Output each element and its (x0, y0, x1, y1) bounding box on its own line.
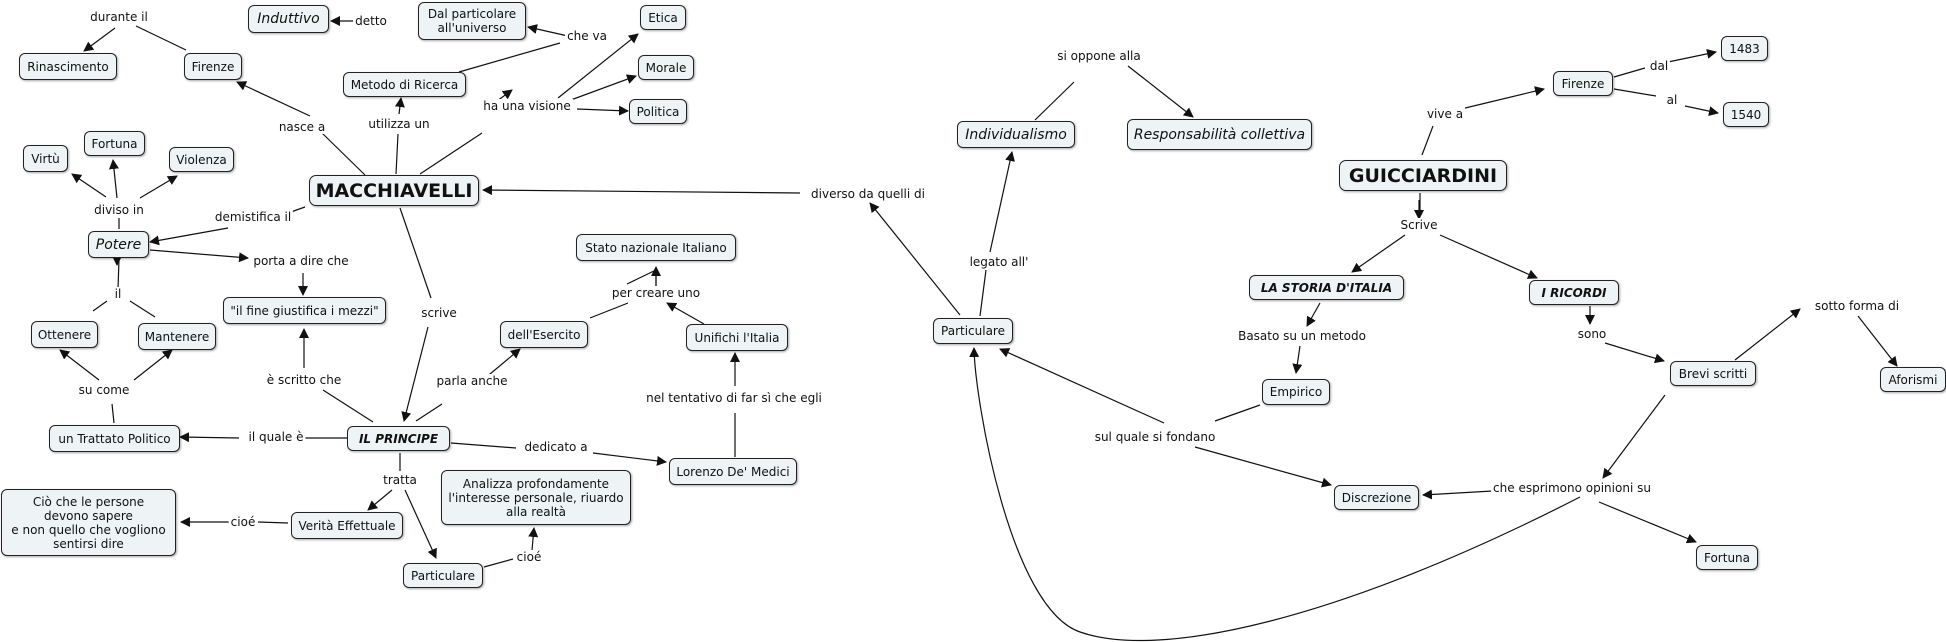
concept-ottenere[interactable]: Ottenere (31, 321, 98, 348)
concept-empirico[interactable]: Empirico (1262, 379, 1330, 405)
concept-storia-d-italia[interactable]: LA STORIA D'ITALIA (1249, 275, 1404, 300)
concept-lorenzo-de-medici[interactable]: Lorenzo De' Medici (669, 458, 797, 485)
concept-il-principe[interactable]: IL PRINCIPE (347, 426, 450, 451)
concept-violenza[interactable]: Violenza (169, 147, 234, 172)
concept-fortuna-guicciardini[interactable]: Fortuna (1696, 545, 1758, 570)
concept-responsabilita-collettiva[interactable]: Responsabilità collettiva (1127, 119, 1312, 150)
concept-analizza-profondamente[interactable]: Analizza profondamente l'interesse perso… (441, 470, 631, 525)
concept-esercito[interactable]: dell'Esercito (500, 321, 588, 348)
link-su-come: su come (76, 383, 132, 397)
concept-aforismi[interactable]: Aforismi (1880, 367, 1946, 392)
link-legato-all: legato all' (967, 255, 1031, 269)
link-vive-a: vive a (1424, 107, 1466, 121)
link-demistifica-il: demistifica il (212, 210, 294, 224)
concept-potere[interactable]: Potere (88, 231, 149, 258)
link-utilizza-un: utilizza un (366, 117, 432, 131)
link-il-quale-e: il quale è (246, 430, 306, 444)
concept-etica[interactable]: Etica (640, 5, 686, 30)
link-scrive-guicciardini: Scrive (1398, 218, 1440, 232)
link-al: al (1664, 93, 1680, 107)
concept-firenze-guicciardini[interactable]: Firenze (1553, 71, 1613, 96)
concept-stato-nazionale[interactable]: Stato nazionale Italiano (576, 234, 736, 261)
link-durante-il: durante il (88, 10, 150, 24)
link-scrive-macchiavelli: scrive (419, 306, 459, 320)
link-il: il (112, 287, 124, 301)
concept-il-fine-giustifica[interactable]: "il fine giustifica i mezzi" (223, 297, 386, 324)
concept-i-ricordi[interactable]: I RICORDI (1529, 280, 1619, 305)
concept-1483[interactable]: 1483 (1721, 36, 1768, 61)
link-ha-una-visione: ha una visione (481, 99, 573, 113)
concept-1540[interactable]: 1540 (1723, 102, 1769, 127)
link-dal: dal (1647, 59, 1671, 73)
concept-verita-effettuale[interactable]: Verità Effettuale (291, 512, 403, 539)
concept-brevi-scritti[interactable]: Brevi scritti (1670, 361, 1756, 386)
concept-morale[interactable]: Morale (638, 55, 694, 80)
link-detto: detto (353, 14, 389, 28)
concept-macchiavelli[interactable]: MACCHIAVELLI (309, 175, 479, 206)
link-diverso-da-quelli-di: diverso da quelli di (809, 187, 927, 201)
concept-particulare-macchiavelli[interactable]: Particulare (403, 563, 483, 588)
link-parla-anche: parla anche (434, 374, 510, 388)
concept-rinascimento[interactable]: Rinascimento (19, 53, 117, 80)
link-nasce-a: nasce a (276, 120, 328, 134)
concept-particolare-universo[interactable]: Dal particolare all'universo (418, 2, 526, 40)
concept-fortuna-macchiavelli[interactable]: Fortuna (84, 131, 145, 156)
concept-politica[interactable]: Politica (629, 99, 687, 124)
concept-particulare-guicciardini[interactable]: Particulare (933, 318, 1013, 344)
link-che-va: che va (565, 29, 609, 43)
concept-induttivo[interactable]: Induttivo (248, 5, 329, 33)
link-che-esprimono-opinioni: che esprimono opinioni su (1491, 481, 1653, 495)
concept-firenze-macchiavelli[interactable]: Firenze (184, 53, 242, 80)
concept-unifichi-italia[interactable]: Unifichi l'Italia (686, 324, 788, 351)
link-per-creare-uno: per creare uno (609, 286, 703, 300)
link-e-scritto-che: è scritto che (264, 373, 344, 387)
link-cioe-verita: cioé (228, 515, 258, 529)
link-sotto-forma-di: sotto forma di (1812, 299, 1902, 313)
concept-individualismo[interactable]: Individualismo (957, 121, 1075, 148)
link-si-oppone-alla: si oppone alla (1055, 49, 1143, 63)
concept-virtu[interactable]: Virtù (23, 145, 68, 172)
concept-trattato-politico[interactable]: un Trattato Politico (49, 425, 180, 452)
link-sul-quale-si-fondano: sul quale si fondano (1092, 430, 1218, 444)
link-tratta: tratta (381, 473, 419, 487)
link-cioe-particulare: cioé (514, 550, 544, 564)
concept-metodo-di-ricerca[interactable]: Metodo di Ricerca (343, 72, 466, 97)
link-nel-tentativo: nel tentativo di far sì che egli (644, 391, 824, 405)
link-sono: sono (1575, 327, 1609, 341)
link-basato-su-un-metodo: Basato su un metodo (1236, 329, 1368, 343)
concept-guicciardini[interactable]: GUICCIARDINI (1339, 160, 1507, 191)
link-porta-a-dire-che: porta a dire che (251, 254, 351, 268)
concept-mantenere[interactable]: Mantenere (138, 323, 216, 350)
link-diviso-in: diviso in (92, 203, 146, 217)
concept-cio-che-le-persone[interactable]: Ciò che le persone devono sapere e non q… (1, 489, 176, 556)
concept-discrezione[interactable]: Discrezione (1334, 485, 1419, 510)
link-dedicato-a: dedicato a (522, 440, 590, 454)
